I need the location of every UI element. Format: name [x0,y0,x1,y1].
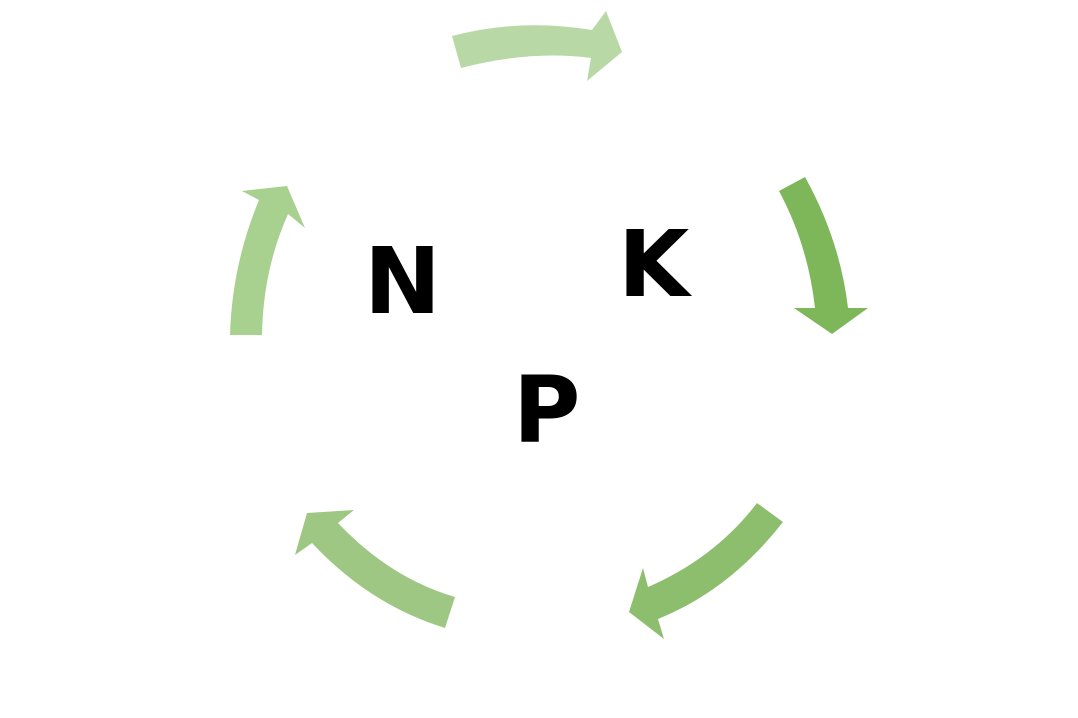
arrow-left-icon [230,186,305,335]
arrow-top-icon [452,11,622,81]
arrow-right-icon [779,177,868,334]
label-n: N [364,228,441,335]
arrow-bottom-right-icon [629,503,783,639]
label-k: K [618,211,690,318]
label-p: P [513,357,581,464]
arrow-bottom-left-icon [295,510,455,628]
